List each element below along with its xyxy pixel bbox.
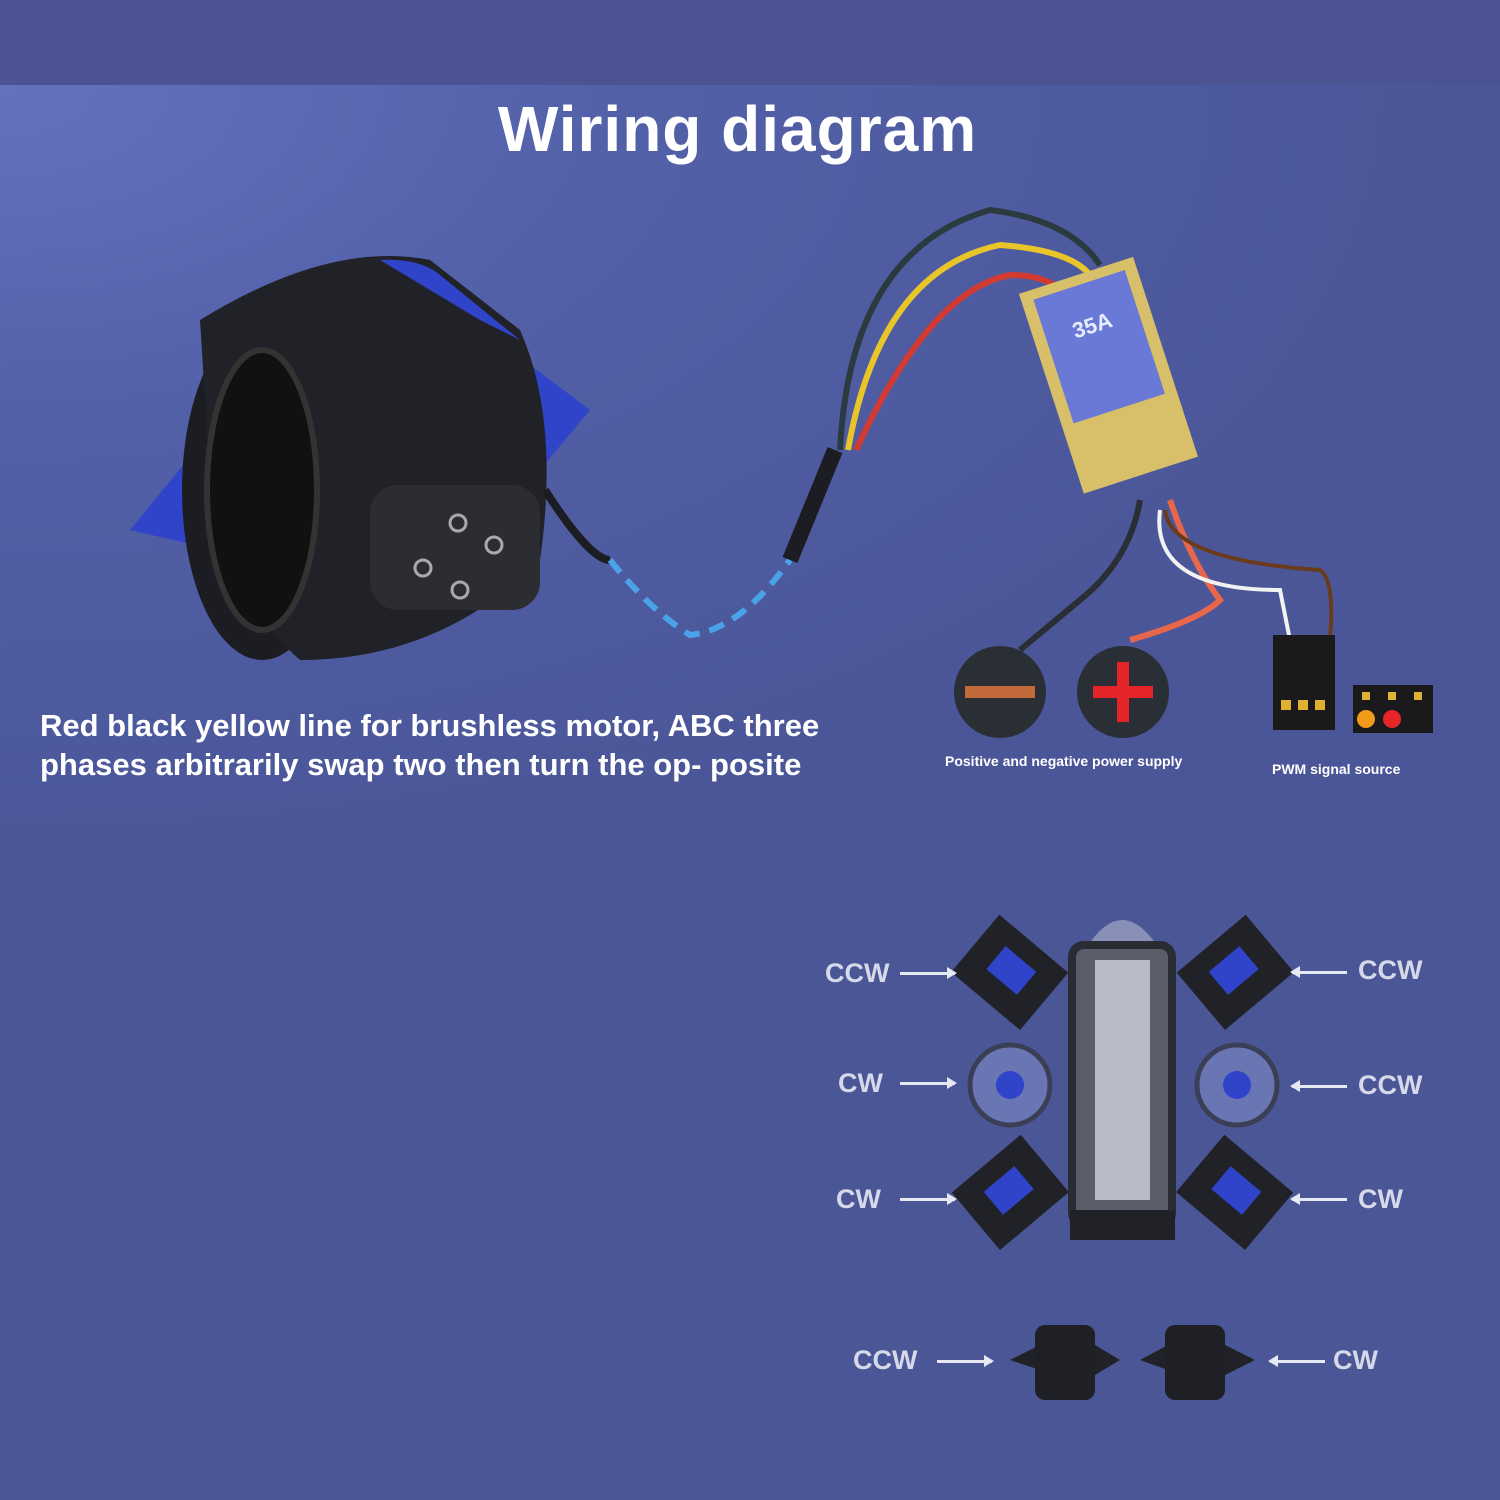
left-thruster-2-direction: CW (838, 1068, 883, 1098)
page-title: Wiring diagram (497, 93, 978, 165)
left-thruster-3-direction: CW (836, 1184, 881, 1214)
arrow-left-icon (1290, 966, 1347, 978)
right-thruster-3-direction: CW (1358, 1184, 1403, 1214)
thruster-motor-image (130, 256, 590, 660)
power-supply-label: Positive and negative power supply (945, 753, 1183, 769)
arrow-right-icon (937, 1355, 994, 1367)
arrow-left-icon (1268, 1355, 1325, 1367)
pwm-connector (1273, 635, 1335, 730)
arrow-left-icon (1290, 1193, 1347, 1205)
wiring-description: Red black yellow line for brushless moto… (40, 708, 820, 782)
left-thruster-1-direction: CCW (825, 958, 890, 988)
arrow-left-icon (1290, 1080, 1347, 1092)
right-thruster-1-direction: CCW (1358, 955, 1423, 985)
bottom-left-direction: CCW (853, 1345, 918, 1375)
arrow-right-icon (900, 1077, 957, 1089)
cable-dashed (607, 558, 793, 639)
rov-image (951, 914, 1294, 1251)
pwm-label: PWM signal source (1272, 761, 1401, 777)
top-band (0, 0, 1500, 85)
arrow-right-icon (900, 1193, 957, 1205)
arrow-right-icon (900, 967, 957, 979)
right-thruster-2-direction: CCW (1358, 1070, 1423, 1100)
propellers-image (1010, 1325, 1255, 1400)
bottom-right-direction: CW (1333, 1345, 1378, 1375)
esc-board: 35A (1018, 256, 1198, 494)
